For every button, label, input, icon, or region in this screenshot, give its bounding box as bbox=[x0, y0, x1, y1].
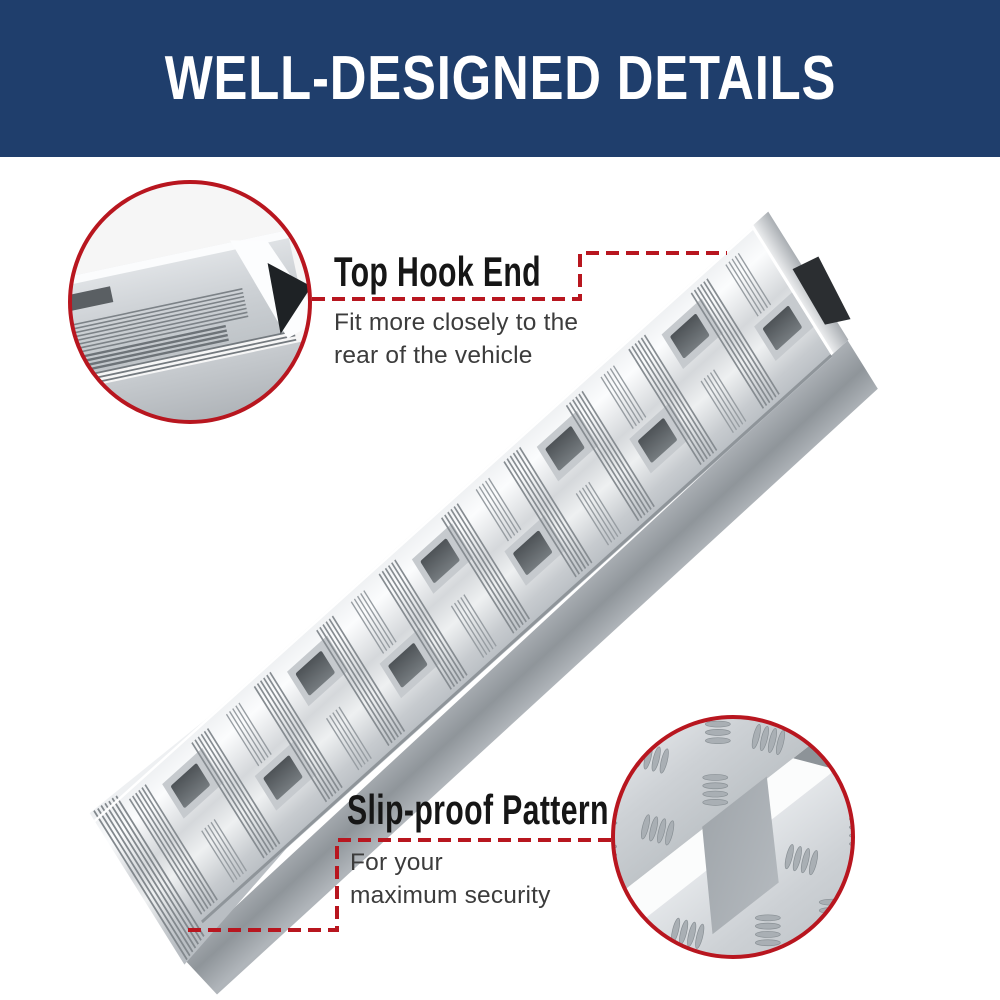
ramp-hook-edge-highlight bbox=[751, 224, 834, 356]
callout-description-line: rear of the vehicle bbox=[334, 342, 533, 369]
ramp-foot-ridges bbox=[93, 795, 205, 961]
ramp-near-edge-line bbox=[201, 353, 833, 924]
ramp-traction-and-slots bbox=[128, 252, 816, 915]
ramp-hook-flap bbox=[792, 256, 851, 325]
header-banner: WELL-DESIGNED DETAILS bbox=[0, 0, 1000, 157]
callout-title-top-hook: Top Hook End bbox=[334, 248, 542, 295]
slip-proof-detail-circle-border bbox=[611, 715, 855, 959]
inset1-plate-top-highlight bbox=[70, 230, 289, 289]
leader-line-slip-proof bbox=[184, 838, 611, 932]
inset2-upper-plate bbox=[613, 717, 843, 899]
inset2-slot-wall bbox=[702, 776, 779, 935]
top-hook-detail-circle-border bbox=[68, 180, 312, 424]
callout-description-slip-proof: For your maximum security bbox=[350, 846, 551, 912]
callout-description-line: maximum security bbox=[350, 882, 551, 909]
inset1-groove-lines bbox=[70, 288, 297, 389]
ramp-illustration bbox=[89, 211, 878, 995]
inset1-slot-hole bbox=[70, 286, 114, 315]
leader-line-top-hook bbox=[312, 251, 727, 301]
callout-description-line: Fit more closely to the bbox=[334, 309, 579, 336]
callout-title-slip-proof: Slip-proof Pattern bbox=[347, 786, 609, 833]
inset1-hook-flap bbox=[267, 263, 310, 334]
page-title: WELL-DESIGNED DETAILS bbox=[164, 44, 836, 113]
inset2-lower-plate bbox=[635, 747, 853, 957]
ramp-far-edge-highlight bbox=[94, 227, 754, 823]
top-hook-detail-inset bbox=[68, 180, 312, 424]
ramp-side-face bbox=[181, 340, 878, 995]
callout-description-top-hook: Fit more closely to the rear of the vehi… bbox=[334, 306, 578, 372]
callout-description-line: For your bbox=[350, 849, 443, 876]
